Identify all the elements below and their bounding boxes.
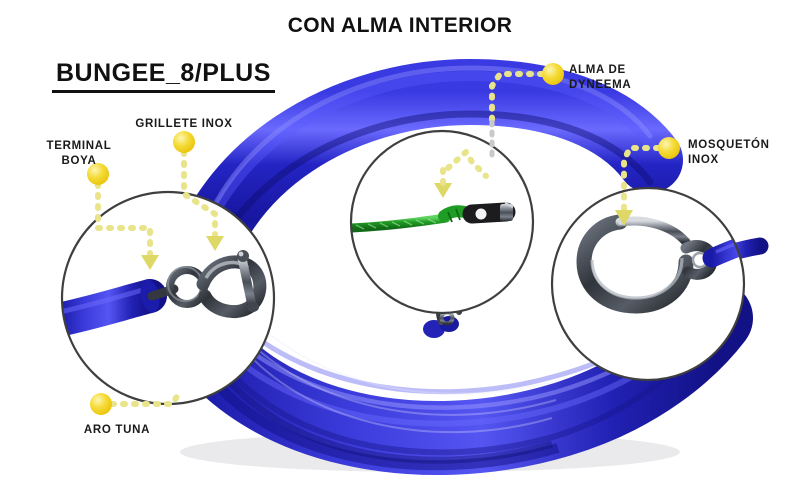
callout-label-terminal-boya: TERMINAL BOYA (46, 140, 112, 167)
callout-label-mosqueton-inox: MOSQUETÓN INOX (688, 139, 770, 166)
detail-carabiner (550, 186, 746, 382)
page-title: CON ALMA INTERIOR (287, 14, 513, 37)
callout-label-alma-de-dyneema: ALMA DE DYNEEMA (569, 64, 632, 91)
detail-dyneema-core (349, 129, 535, 315)
callout-label-grillete-inox: GRILLETE INOX (135, 118, 233, 130)
callout-label-aro-tuna: ARO TUNA (83, 424, 151, 436)
product-name: BUNGEE_8/PLUS (52, 59, 275, 93)
